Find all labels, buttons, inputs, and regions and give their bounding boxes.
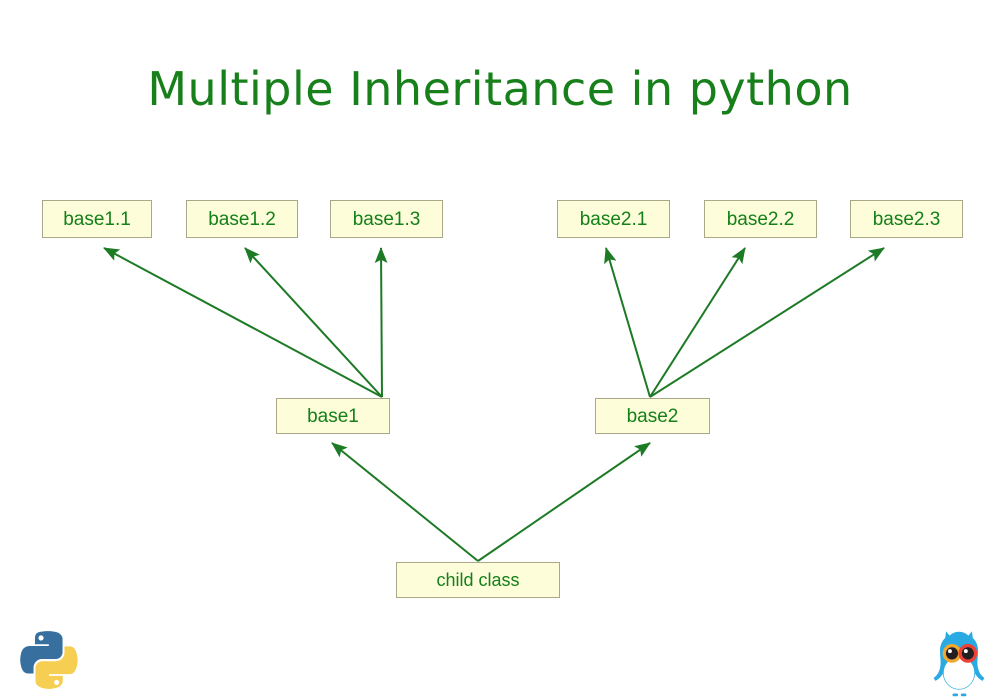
owl-right-eye xyxy=(958,643,978,663)
edge-child-to-base2 xyxy=(477,442,651,562)
node-base2-1[interactable]: base2.1 xyxy=(557,200,670,238)
page-title: Multiple Inheritance in python xyxy=(147,62,853,116)
node-base1-3[interactable]: base1.3 xyxy=(330,200,443,238)
node-base2-3[interactable]: base2.3 xyxy=(850,200,963,238)
python-logo-top-snake xyxy=(20,631,63,674)
node-base1-2[interactable]: base1.2 xyxy=(186,200,298,238)
node-base1[interactable]: base1 xyxy=(276,398,390,434)
owl-left-eye xyxy=(942,643,962,663)
node-base2[interactable]: base2 xyxy=(595,398,710,434)
python-logo xyxy=(20,631,78,689)
owl-feet xyxy=(952,693,967,697)
node-base2-2[interactable]: base2.2 xyxy=(704,200,817,238)
python-logo-bottom-snake xyxy=(35,646,78,689)
edge-base1-to-base1-3 xyxy=(374,247,388,398)
owl-logo xyxy=(933,631,985,697)
edge-child-to-base1 xyxy=(331,442,479,562)
edge-base2-to-base2-2 xyxy=(649,247,746,398)
owl-face xyxy=(943,657,975,689)
node-base1-1[interactable]: base1.1 xyxy=(42,200,152,238)
edge-base2-to-base2-3 xyxy=(649,247,885,398)
edge-base1-to-base1-1 xyxy=(103,247,383,398)
node-child-class[interactable]: child class xyxy=(396,562,560,598)
edge-base1-to-base1-2 xyxy=(244,247,383,398)
edge-base2-to-base2-1 xyxy=(604,247,651,398)
